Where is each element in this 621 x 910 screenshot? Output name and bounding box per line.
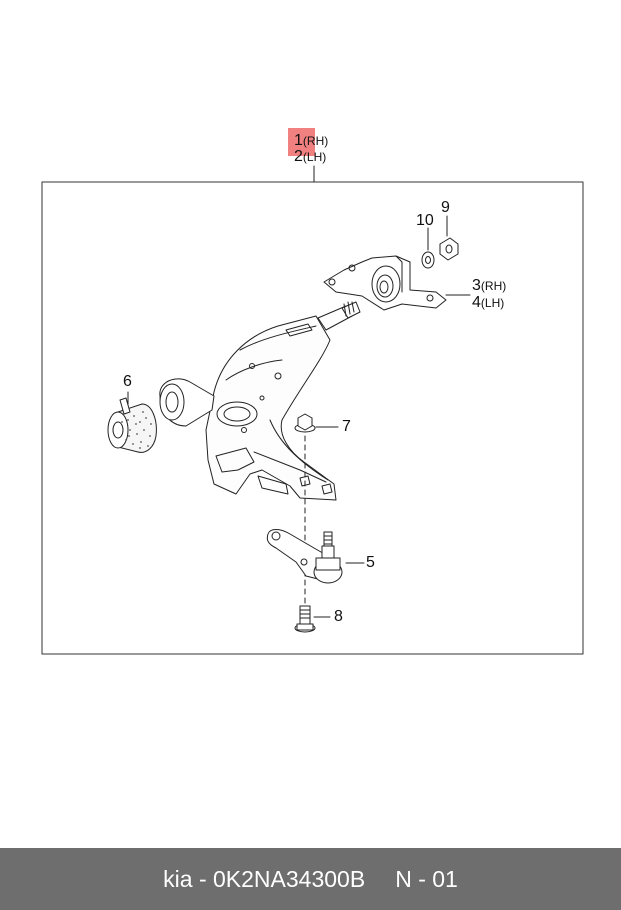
part-number-7: 7 [342,418,351,435]
front-bushing-eye [159,378,215,427]
bolt-part-8 [294,605,331,633]
part-number-4: 4 [472,294,481,311]
side-lh-4: (LH) [480,296,505,310]
part-number-9: 9 [441,199,450,216]
bushing-part-6 [107,391,157,453]
callout-part-4: 4(LH) [472,294,504,312]
arm-shaft [317,301,361,331]
part-number-1: 1 [294,132,303,149]
side-rh-3: (RH) [480,279,507,293]
part-number-8: 8 [334,608,343,625]
ball-joint-part-5 [266,529,365,584]
footer-bar: kia - 0K2NA34300B N - 01 [0,848,621,910]
brand-part-number: kia - 0K2NA34300B [163,865,366,892]
part-number-5: 5 [366,554,375,571]
rear-bracket-part-3-4 [323,255,471,311]
control-arm [205,315,337,501]
flange-nut-part-7 [294,413,339,433]
lower-control-arm-diagram [41,165,584,655]
washer-part-10 [421,227,435,269]
callout-part-3: 3(RH) [472,277,506,295]
part-number-6: 6 [123,373,132,390]
part-number-10: 10 [416,212,434,229]
callout-part-1: 1(RH) [294,132,328,150]
side-lh-2: (LH) [302,150,327,164]
callout-highlight [288,128,315,156]
page-number: N - 01 [395,865,458,892]
part-number-2: 2 [294,148,303,165]
part-number-3: 3 [472,277,481,294]
nut-part-9 [439,215,459,261]
diagram-frame [41,181,584,655]
callout-part-2: 2(LH) [294,148,326,166]
side-rh-1: (RH) [302,134,329,148]
